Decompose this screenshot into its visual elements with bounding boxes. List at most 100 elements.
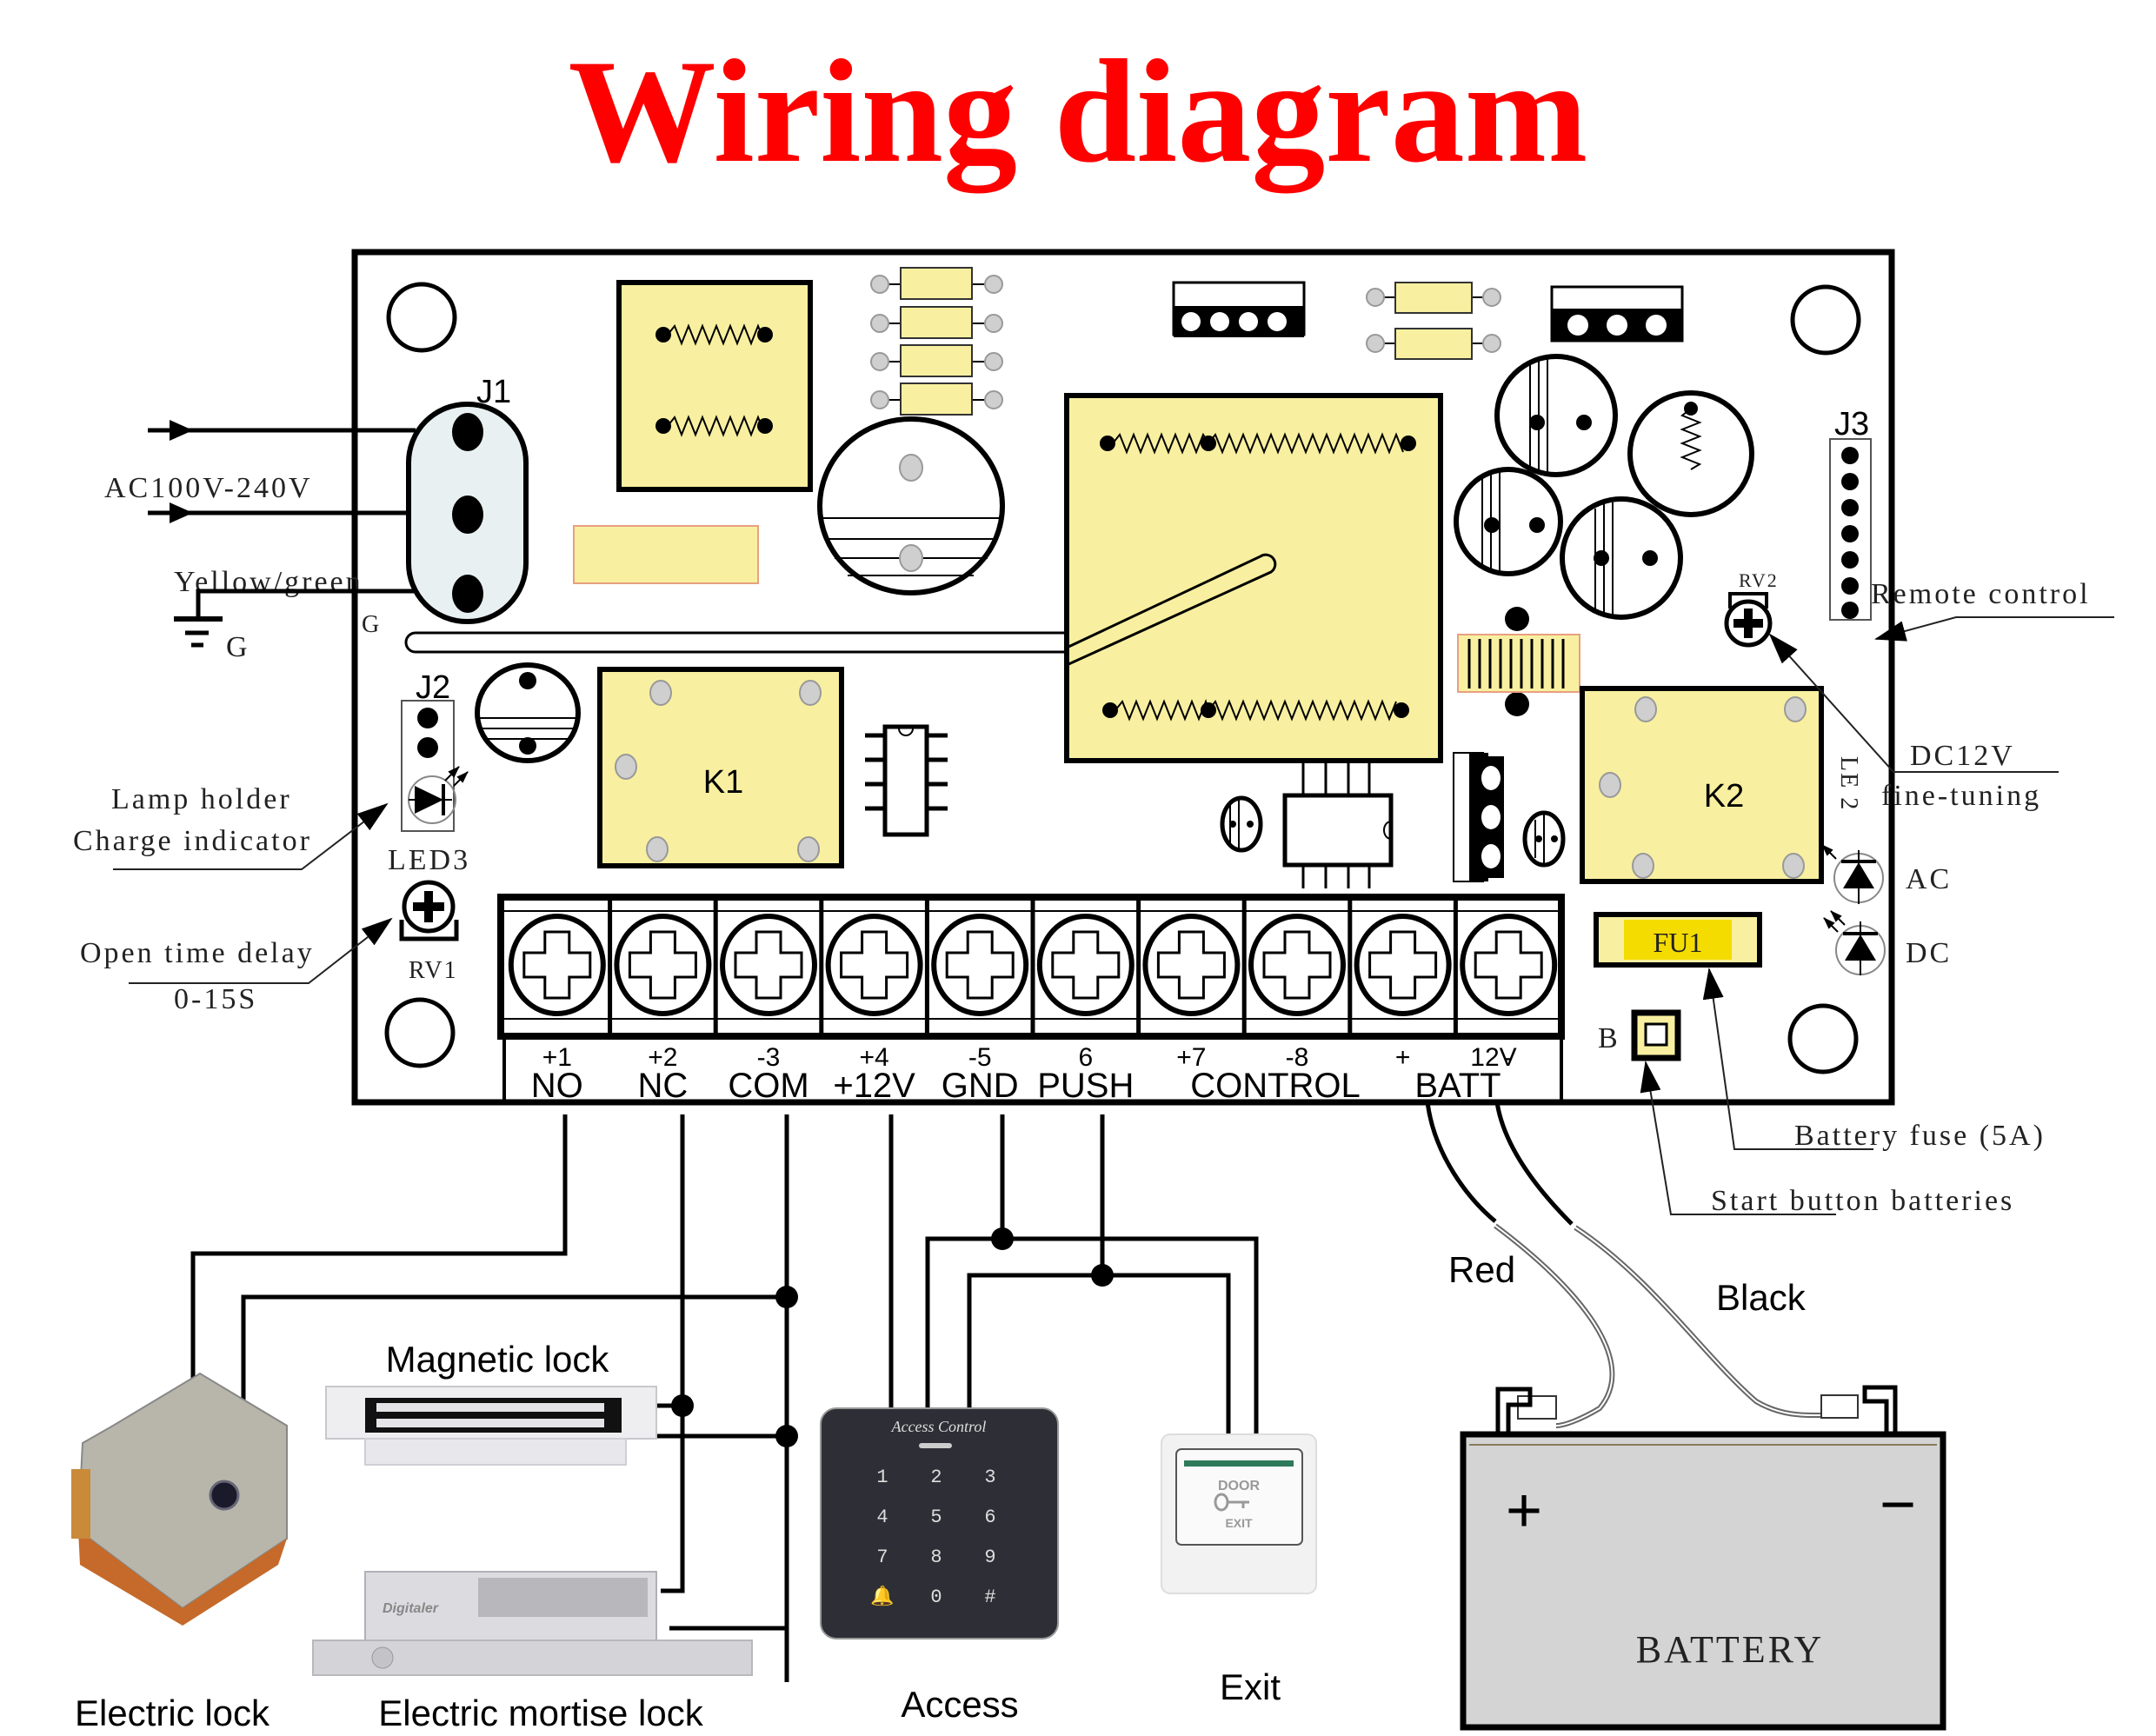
wiring: Red Black [190,1101,1859,1682]
ac-led-icon [1821,844,1884,904]
battery-fuse-label: Battery fuse (5A) [1794,1120,2046,1152]
leader-line [1874,616,2114,642]
terminal-screw[interactable] [1248,914,1346,1016]
keypad-key[interactable]: 🔔 [870,1585,894,1608]
terminal-screw[interactable] [1142,914,1241,1016]
terminal-number: +4 [859,1043,888,1072]
terminal-screw[interactable] [1036,914,1135,1016]
j3-label: J3 [1834,406,1869,442]
mounting-hole [384,997,456,1068]
capacitor-small [475,662,581,763]
control-group-label: CONTROL [1190,1067,1361,1105]
terminal-number: +7 [1176,1043,1206,1072]
regulator [1453,752,1506,882]
transistor [1522,810,1566,868]
header-4pin [1172,281,1306,337]
keypad-key[interactable]: 0 [930,1586,942,1608]
terminal-number: +2 [648,1043,677,1072]
mounting-hole [1790,284,1861,356]
keypad-key[interactable]: 6 [984,1507,995,1528]
key-icon [1214,1493,1249,1512]
junction-dot [775,1286,798,1308]
header-3pin [1550,285,1684,343]
keypad-key[interactable]: 3 [984,1467,995,1488]
black-lead-inner [1574,1227,1822,1417]
dc-led-icon [1823,910,1886,975]
keypad-key[interactable]: # [984,1586,995,1608]
resistor-block [573,525,759,584]
battery-minus-icon: − [1880,1470,1916,1540]
keypad-key[interactable]: 7 [876,1546,888,1568]
mortise-brand: Digitaler [383,1601,439,1616]
keypad-key[interactable]: 2 [930,1467,942,1488]
battery-clip [1820,1394,1859,1419]
junction-dot [775,1425,798,1447]
access-keypad[interactable]: Access Control 1 2 3 4 5 6 7 8 9 🔔 0 # Access [820,1407,1059,1725]
terminal-screw[interactable] [614,914,712,1016]
arrow-icon [170,420,193,441]
terminal-name: NO [531,1067,583,1105]
j2-label: J2 [416,669,450,706]
led3-label: LED3 [388,844,470,876]
start-button-batteries-label: Start button batteries [1711,1185,2014,1217]
k2-relay: K2 [1580,686,1824,884]
rv1-potentiometer[interactable] [399,880,459,941]
led3-icon [408,766,469,824]
terminal-screw[interactable] [508,914,606,1016]
inductor-block [616,280,813,492]
electric-lock: Electric lock [71,1372,288,1733]
wire-batt-plus [1425,1101,1497,1223]
mounting-hole [386,282,457,353]
ground-wire [196,589,417,617]
access-label: Access [901,1684,1018,1725]
k1-label: K1 [703,764,743,801]
red-wire-label: Red [1448,1249,1515,1290]
wire-gnd-bus [925,1236,1259,1434]
terminal-screw[interactable] [825,914,923,1016]
transformer [1064,393,1443,763]
rv2-potentiometer[interactable] [1724,592,1773,648]
leader-line [1702,968,1873,1150]
terminal-screw[interactable] [931,914,1029,1016]
j1-label: J1 [476,374,511,410]
j3-connector: J3 [1829,406,1872,621]
page-title: Wiring diagram [569,30,1588,193]
lamp-holder-label: Lamp holder [111,783,292,815]
ic-chip [865,724,948,837]
k2-label: K2 [1704,778,1744,815]
start-button[interactable] [1631,1009,1681,1061]
junction-dot [991,1227,1014,1250]
keypad-key[interactable]: 5 [930,1507,942,1528]
magnetic-lock: Magnetic lock [325,1339,657,1466]
terminal-number: + [1395,1043,1411,1072]
leader-line [1768,633,2059,773]
keypad-brand: Access Control [891,1418,987,1435]
battery-fuse: FU1 [1594,912,1762,968]
terminal-number: -8 [1286,1043,1309,1072]
j1-connector: J1 [406,374,529,624]
terminal-number: - [1504,1043,1513,1072]
ground-icon [174,616,223,648]
indicator-dc-label: DC [1906,937,1952,969]
le2-label: LE 2 [1835,756,1862,811]
keypad-key[interactable]: 9 [984,1546,995,1568]
wire-no [190,1114,568,1467]
fine-tuning-label: fine-tuning [1881,780,2041,812]
exit-button-bottom-text: EXIT [1225,1516,1253,1530]
terminal-screw[interactable] [720,914,817,1016]
fuse-label: FU1 [1654,927,1703,958]
keypad-key[interactable]: 1 [876,1467,888,1488]
keypad-key[interactable]: 4 [876,1507,888,1528]
exit-button[interactable]: DOOR EXIT Exit [1161,1433,1317,1707]
terminal-screw[interactable] [1354,914,1452,1016]
wire-batt-minus [1494,1101,1574,1226]
keypad-key[interactable]: 8 [930,1546,942,1568]
annotations: Lamp holder Charge indicator Open time d… [73,578,2114,1217]
terminal-name: +12V [833,1067,915,1105]
terminal-screw[interactable] [1460,914,1558,1016]
exit-label: Exit [1220,1666,1281,1707]
terminal-name: PUSH [1037,1067,1134,1105]
magnetic-lock-label: Magnetic lock [386,1339,610,1380]
ac-input-label: AC100V-240V [104,472,313,504]
